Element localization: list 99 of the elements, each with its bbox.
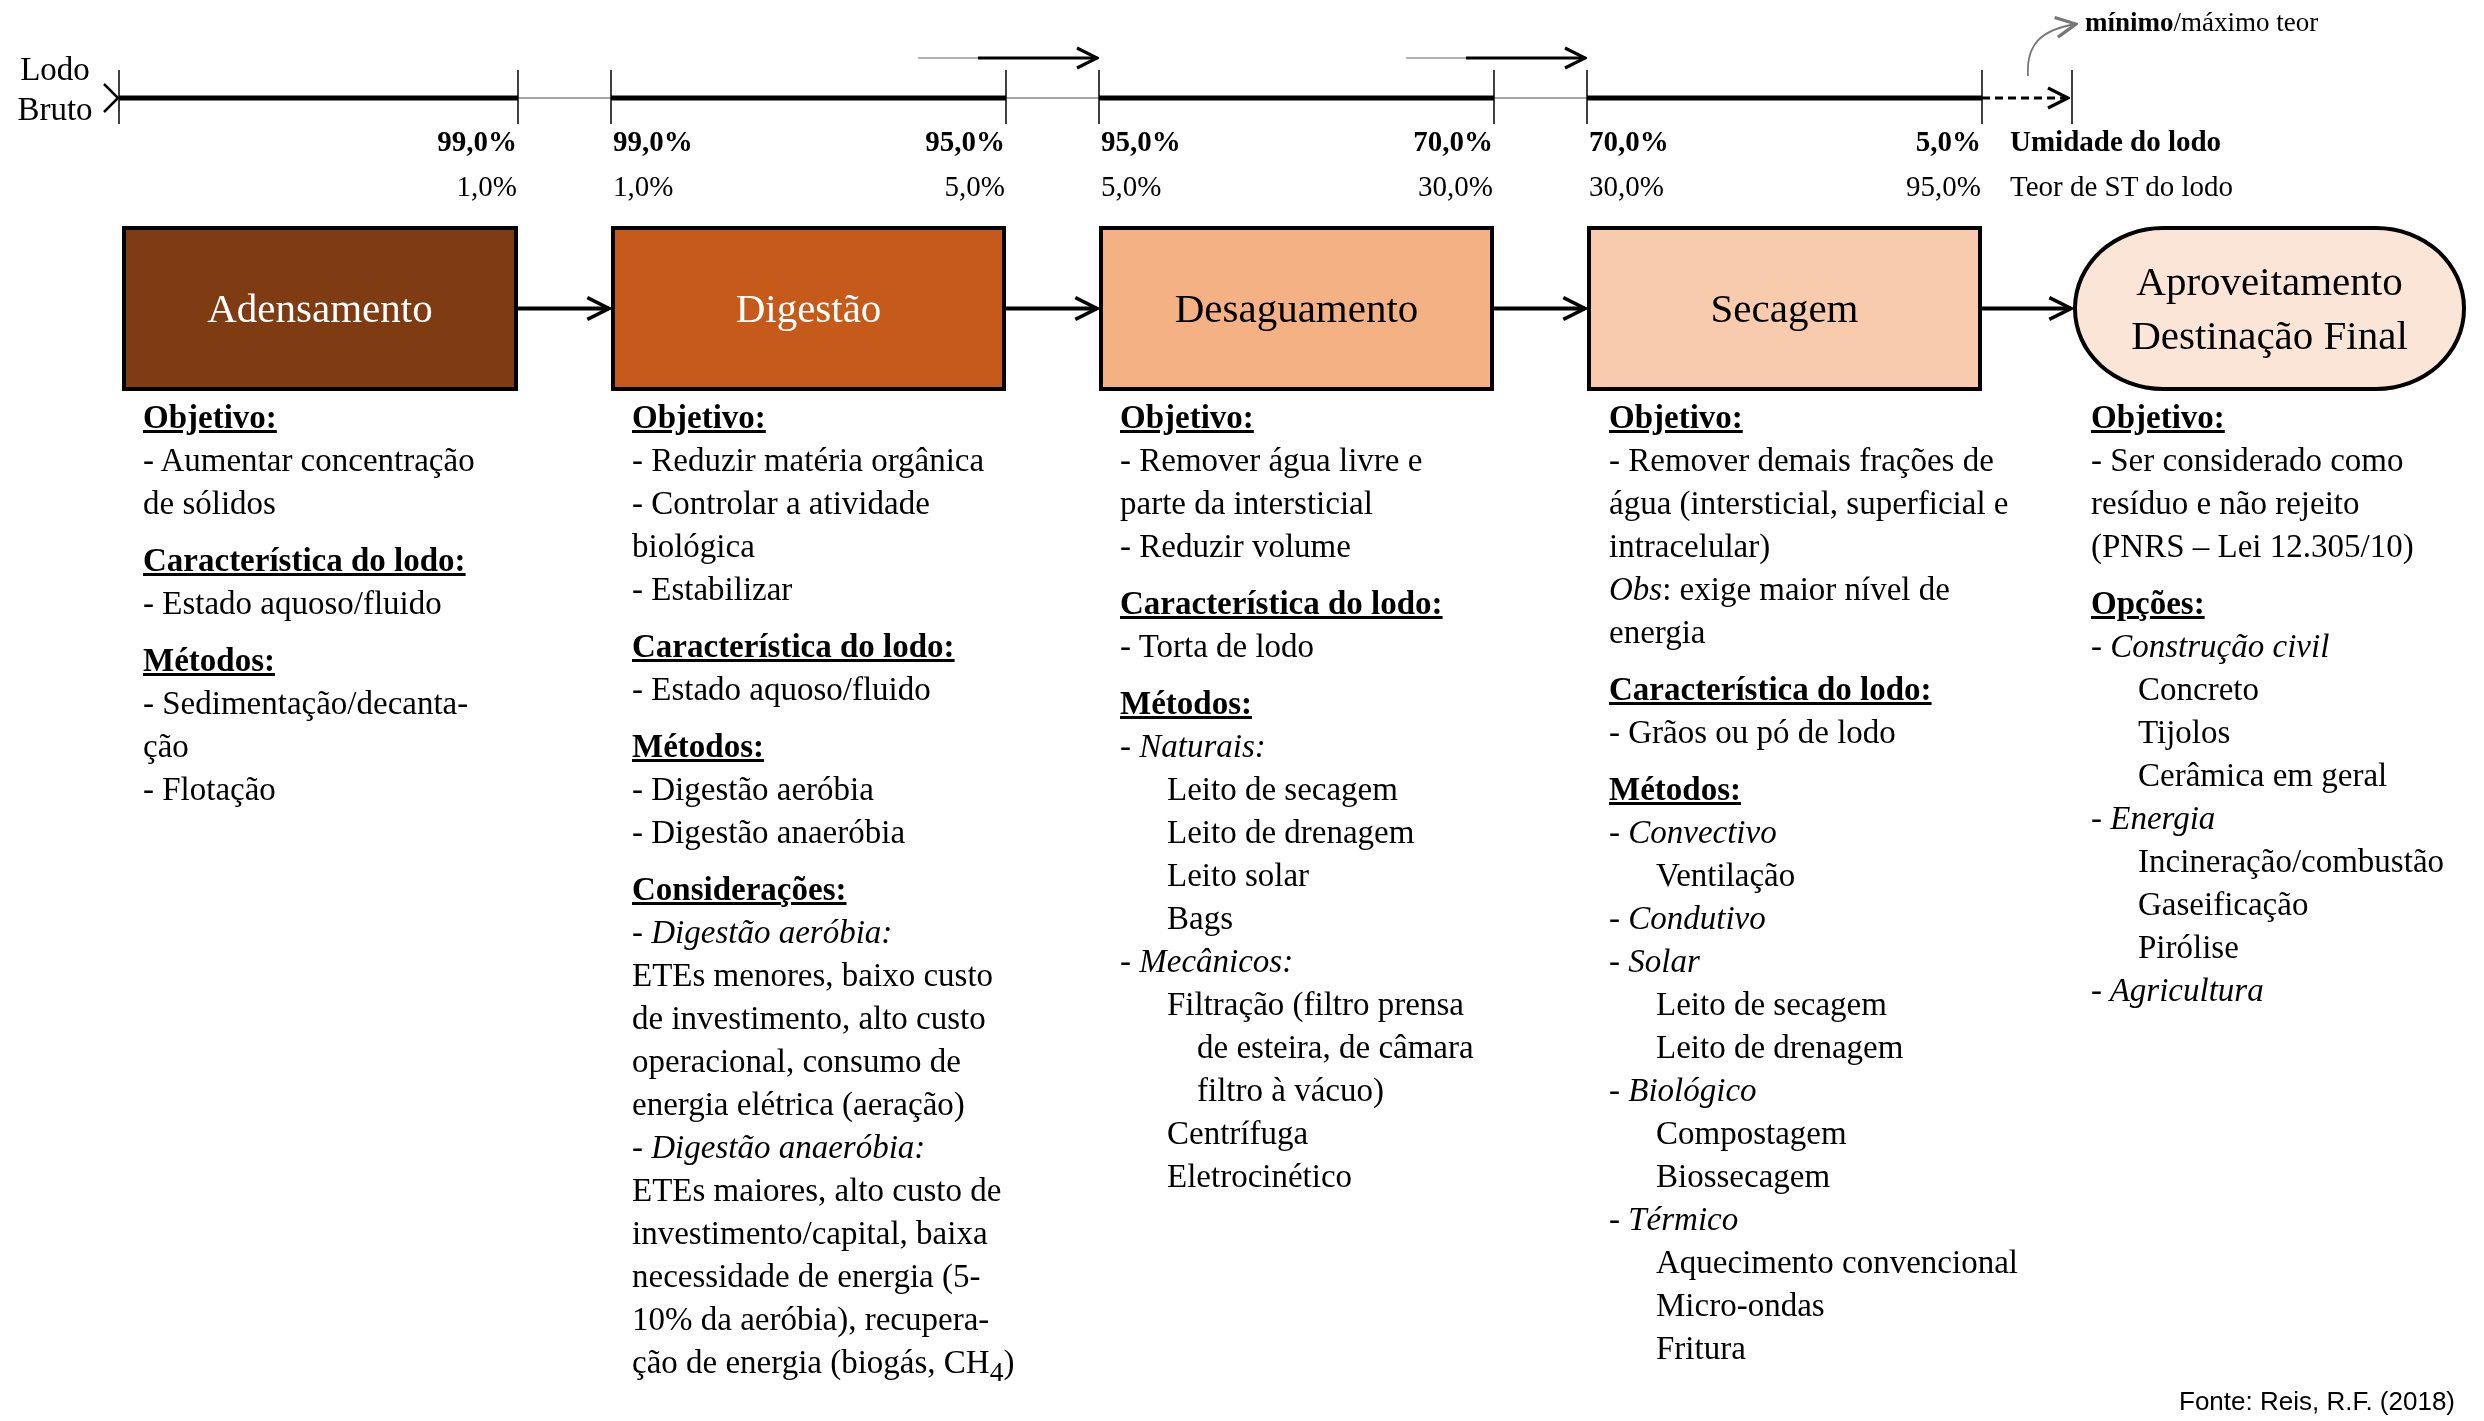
stage-label: Aproveitamento Destinação Final [2130,257,2409,360]
percent-value: 5,0% [1915,124,1981,159]
list-item: - Grãos ou pó de lodo [1609,713,1897,752]
axis-label: Lodo Bruto [16,50,94,129]
section-heading: Objetivo: [143,398,278,437]
section-heading: Característica do lodo: [1120,584,1444,623]
axis-label: Umidade do lodo [2010,124,2222,159]
section-heading: Característica do lodo: [632,627,956,666]
process-box [122,226,518,391]
list-item: Ventilação [1655,856,1797,895]
process-box [611,226,1006,391]
arrow [518,295,611,322]
section-heading: Considerações: [632,870,848,909]
percent-value: 70,0% [1589,124,1669,159]
list-item: Gaseificação [2137,885,2310,924]
list-subheading: - Naturais: [1120,727,1267,766]
list-subheading: - Térmico [1609,1200,1740,1239]
percent-value: 30,0% [1418,169,1493,204]
list-item: Biossecagem [1655,1157,1832,1196]
list-item: ETEs maiores, alto custo de investimento/capital, baixa necessidade de energia (5-10% da aeróbia), recupera-ção de energia (biogás, CH$_{4}$) [632,1171,1016,1389]
list-item: - Estado aquoso/fluido [632,670,932,709]
list-item: Obs: exige maior nível de energia [1609,570,1951,652]
section-heading: Característica do lodo: [1609,670,1933,709]
list-item: Leito de drenagem [1166,813,1416,852]
list-subheading: - Agricultura [2091,971,2265,1010]
arrow [1982,295,2073,322]
list-subheading: - Digestão aeróbia: [632,913,894,952]
list-item: - Controlar a atividade biológica [632,484,931,566]
percent-value: 5,0% [944,169,1005,204]
section-heading: Característica do lodo: [143,541,467,580]
list-item: - Remover demais frações de água (intersticial, superficial e intracelular) [1609,441,2010,566]
stage-label: Digestão [735,283,882,333]
list-item: - Flotação [143,770,277,809]
section-heading: Métodos: [143,641,276,680]
list-item: - Torta de lodo [1120,627,1316,666]
percent-value: 99,0% [613,124,693,159]
stage-label: Desaguamento [1174,283,1419,333]
list-item: Eletrocinético [1166,1157,1354,1196]
list-subheading: - Mecânicos: [1120,942,1295,981]
process-box [1099,226,1494,391]
stage-label: Adensamento [207,283,433,333]
list-item: - Reduzir matéria orgânica [632,441,986,480]
axis-label: Teor de ST do lodo [2010,169,2233,204]
list-item: Aquecimento convencional [1655,1243,2019,1282]
axis-note: mínimo/máximo teor [2085,6,2319,39]
list-item: Leito solar [1166,856,1311,895]
list-item: Leito de secagem [1655,985,1888,1024]
list-subheading: - Biológico [1609,1071,1758,1110]
list-subheading: - Condutivo [1609,899,1767,938]
list-subheading: - Solar [1609,942,1701,981]
stage-label: Secagem [1710,283,1859,333]
list-subheading: - Energia [2091,799,2217,838]
list-item: ETEs menores, baixo custo de investimento, alto custo operacional, consumo de energia elétrica (aeração) [632,956,995,1124]
list-item: - Aumentar concentração de sólidos [143,441,476,523]
section-heading: Métodos: [1609,770,1742,809]
percent-value: 95,0% [925,124,1005,159]
arrow [1494,295,1587,322]
section-heading: Objetivo: [1120,398,1255,437]
list-item: Incineração/combustão [2137,842,2446,881]
list-item: Bags [1166,899,1234,938]
section-heading: Métodos: [1120,684,1253,723]
section-heading: Objetivo: [1609,398,1744,437]
section-heading: Objetivo: [2091,398,2226,437]
list-item: Leito de secagem [1166,770,1399,809]
list-item: Cerâmica em geral [2137,756,2389,795]
section-heading: Métodos: [632,727,765,766]
list-item: - Ser considerado como resíduo e não rejeito (PNRS – Lei 12.305/10) [2091,441,2415,566]
arrow [1006,295,1099,322]
list-item: - Remover água livre e parte da intersticial [1120,441,1424,523]
list-subheading: - Digestão anaeróbia: [632,1128,927,1167]
list-item: Centrífuga [1166,1114,1310,1153]
section-heading: Opções: [2091,584,2206,623]
list-item: - Digestão anaeróbia [632,813,907,852]
list-item: - Sedimentação/decanta-ção [143,684,470,766]
process-box [1587,226,1982,391]
list-subheading: - Construção civil [2091,627,2331,666]
list-item: - Estabilizar [632,570,794,609]
section-heading: Objetivo: [632,398,767,437]
list-item: Leito de drenagem [1655,1028,1905,1067]
list-item: Concreto [2137,670,2260,709]
list-item: Pirólise [2137,928,2240,967]
percent-value: 95,0% [1906,169,1981,204]
list-item: - Estado aquoso/fluido [143,584,443,623]
percent-value: 5,0% [1101,169,1162,204]
list-item: - Digestão aeróbia [632,770,875,809]
list-item: Tijolos [2137,713,2232,752]
percent-value: 95,0% [1101,124,1181,159]
list-subheading: - Convectivo [1609,813,1778,852]
list-item: Filtração (filtro prensa de esteira, de câmara filtro à vácuo) [1166,985,1475,1110]
source-note: Fonte: Reis, R.F. (2018) [2179,1386,2455,1418]
percent-value: 1,0% [456,169,517,204]
list-item: Compostagem [1655,1114,1848,1153]
list-item: Fritura [1655,1329,1747,1368]
percent-value: 30,0% [1589,169,1664,204]
percent-value: 99,0% [437,124,517,159]
list-item: Micro-ondas [1655,1286,1826,1325]
percent-value: 1,0% [613,169,674,204]
list-item: - Reduzir volume [1120,527,1352,566]
percent-value: 70,0% [1413,124,1493,159]
